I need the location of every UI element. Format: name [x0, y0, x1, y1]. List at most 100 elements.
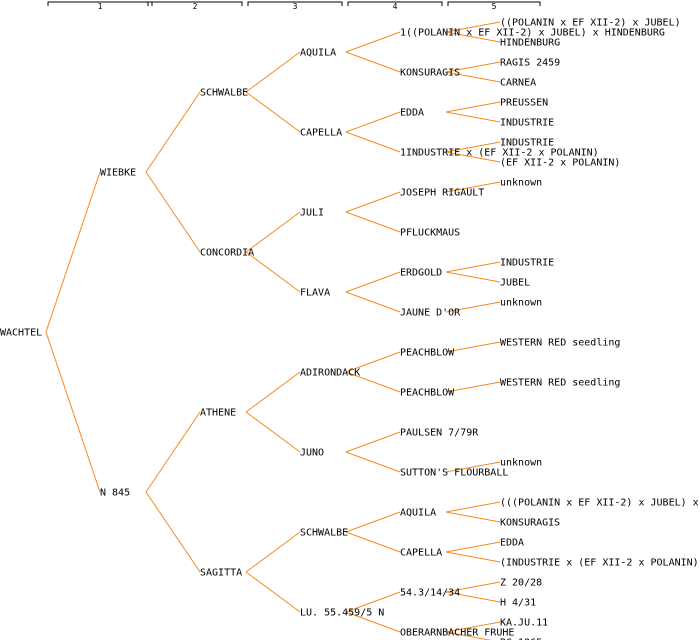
branch-line	[445, 591, 501, 603]
branch-line	[45, 331, 101, 493]
branch-line	[45, 171, 101, 333]
branch-line	[345, 351, 401, 373]
node-label: unknown	[500, 298, 542, 309]
node-label: EDDA	[400, 108, 424, 119]
node-label: PFLUCKMAUS	[400, 228, 460, 239]
node-label: PAULSEN 7/79R	[400, 428, 479, 439]
node-label: SUTTON'S FLOURBALL	[400, 468, 508, 479]
branch-line	[345, 51, 401, 73]
node-label: RAGIS 2459	[500, 58, 560, 69]
branch-line	[345, 31, 401, 53]
node-label: JOSEPH RIGAULT	[400, 188, 484, 199]
node-label: SAGITTA	[200, 568, 242, 579]
node-label: PEACHBLOW	[400, 388, 455, 399]
node-label: ERDGOLD	[400, 268, 442, 279]
node-label: 1((POLANIN x EF XII-2) x JUBEL) x HINDEN…	[400, 28, 665, 39]
node-label: Z 20/28	[500, 578, 542, 589]
branch-line	[345, 131, 401, 153]
node-label: CAPELLA	[300, 128, 342, 139]
node-label: JAUNE D'OR	[400, 308, 461, 319]
branch-line	[345, 291, 401, 313]
branch-line	[445, 301, 501, 313]
node-label: FLAVA	[300, 288, 330, 299]
node-link-athene[interactable]: ATHENE	[200, 408, 236, 419]
node-label: PREUSSEN	[500, 98, 548, 109]
branch-line	[445, 631, 492, 640]
node-label: unknown	[500, 458, 542, 469]
branch-line	[145, 491, 201, 573]
node-label: N 845	[100, 488, 130, 499]
node-link-adirondack[interactable]: ADIRONDACK	[300, 368, 360, 379]
branch-line	[445, 21, 501, 33]
branch-line	[445, 151, 501, 163]
node-label: 54.3/14/34	[400, 588, 460, 599]
branch-line	[445, 261, 501, 273]
node-label: PEACHBLOW	[400, 348, 455, 359]
branch-line	[445, 581, 501, 593]
branch-line	[445, 101, 501, 113]
node-label: KONSURAGIS	[500, 518, 560, 529]
node-label: HINDENBURG	[500, 38, 560, 49]
header-column-number: 2	[193, 2, 198, 11]
branch-line	[145, 411, 201, 493]
node-label: CARNEA	[500, 78, 536, 89]
branch-line	[445, 71, 501, 83]
node-label: LU. 55.459/5 N	[300, 608, 384, 619]
header-column-number: 3	[293, 2, 298, 11]
header-rule	[247, 1, 343, 6]
node-label: SCHWALBE	[200, 88, 248, 99]
header-column-number: 4	[393, 2, 398, 11]
branch-line	[445, 541, 501, 553]
branch-line	[345, 271, 401, 293]
node-label: WESTERN RED seedling	[500, 338, 620, 349]
node-label: JULI	[300, 208, 324, 219]
branch-line	[445, 141, 501, 153]
node-label: AQUILA	[300, 48, 336, 59]
node-label: WESTERN RED seedling	[500, 378, 620, 389]
node-label: (EF XII-2 x POLANIN)	[500, 158, 620, 169]
node-label: RG 1265	[500, 638, 542, 640]
branch-line	[145, 171, 201, 253]
branch-line	[245, 371, 301, 413]
branch-line	[345, 371, 401, 393]
branch-line	[345, 431, 401, 453]
header-column-number: 5	[492, 2, 497, 11]
branch-line	[245, 251, 301, 293]
node-label: unknown	[500, 178, 542, 189]
branch-line	[245, 91, 301, 133]
branch-line	[345, 591, 401, 613]
branch-line	[445, 621, 501, 633]
header-rule	[147, 1, 243, 6]
header-rule	[347, 1, 443, 6]
branch-line	[245, 531, 301, 573]
node-label: ((POLANIN x EF XII-2) x JUBEL)	[500, 18, 681, 29]
node-label: INDUSTRIE	[500, 118, 554, 129]
branch-line	[445, 111, 501, 123]
node-label: AQUILA	[400, 508, 436, 519]
node-label: JUBEL	[500, 278, 530, 289]
branch-line	[445, 271, 501, 283]
node-label: CONCORDIA	[200, 248, 254, 259]
branch-line	[445, 341, 501, 353]
node-label: KONSURAGIS	[400, 68, 460, 79]
branch-line	[445, 551, 501, 563]
node-label: WACHTEL	[0, 328, 42, 339]
branch-line	[445, 381, 501, 393]
tree-edges	[45, 21, 501, 640]
branch-line	[345, 211, 401, 233]
node-label: EDDA	[500, 538, 524, 549]
header-rule	[447, 1, 541, 6]
node-label: CAPELLA	[400, 548, 442, 559]
branch-line	[445, 181, 501, 193]
node-label: SCHWALBE	[300, 528, 348, 539]
node-label: JUNO	[300, 448, 324, 459]
branch-line	[245, 571, 301, 613]
branch-line	[245, 51, 301, 93]
branch-line	[345, 511, 401, 533]
branch-line	[445, 31, 501, 43]
branch-line	[445, 61, 501, 73]
node-label: (((POLANIN x EF XII-2) x JUBEL) x	[500, 498, 699, 509]
branch-line	[345, 111, 401, 133]
